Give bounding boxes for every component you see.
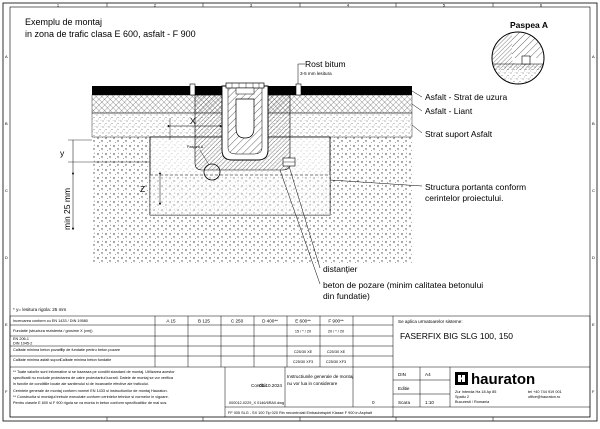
system-label: Se aplica urmatoarelor sisteme: [398,319,463,324]
frame-column-ticks [106,3,494,421]
frame-row-d: D [5,255,8,260]
label-frame-rows-4: E [592,322,595,327]
label-table-notes-0: ** Toate valorile sunt informative si se… [13,370,175,374]
class-d400: D 400** [262,319,278,324]
page-number: 0 [372,400,375,405]
footnote: * y= lesitura rigola: 25 mm [13,307,66,312]
row4-label1: Calitate minima beton pozare [13,348,62,352]
dim-y: y [60,148,65,158]
company-address3: Bucuresti / Romania [455,400,490,404]
label-table-notes-4: ** Constructia si montajul trebuie execu… [13,395,169,399]
row2-e600: 15 / * / 20 [295,330,311,334]
frame-col-2: 2 [154,2,157,7]
drawing-title-line2: in zona de trafic clasa E 600, asfalt - … [25,29,196,39]
label-frame-rows-0: A [592,54,595,59]
row3-label1: EN 206-1 [13,337,29,341]
row5-f900: C25/30 XF3 [326,360,346,364]
callout-asfalt-uzura: Asfalt - Strat de uzura [425,92,507,102]
detail-a-title: Paspea A [510,20,548,30]
callout-structura-line1: Structura portanta conform [425,182,526,192]
system-name: FASERFIX BIG SLG 100, 150 [400,331,513,341]
callout-beton-line1: beton de pozare (minim calitatea betonul… [323,280,483,290]
frame-col-5: 5 [443,2,446,7]
date-label: Conditii: [251,383,268,388]
label-frame-rows-2: C [592,188,595,193]
drawing-title-line1: Exemplu de montaj [25,17,102,27]
row1-label: Incercarea conform cu EN 1433 / DIN 1958… [13,319,88,323]
scale-value: 1:10 [425,400,434,405]
callout-distantier: distanțier [323,264,358,274]
detail-a-marker [203,163,221,181]
caption-line2: nu vor lua in considerare [287,381,338,386]
drawing-code: 000012-0229_X 0146/6RA0.dwg [229,401,284,405]
company-phone: tel +40 744 919 001 [528,390,562,394]
edition-label: Editie [398,386,410,391]
scale-label: Scara [398,400,410,405]
label-frame-rows-1: B [592,121,595,126]
bitumen-joint [295,83,302,96]
label-frame-rows-5: F [592,389,595,394]
din-label: DIN [398,372,406,377]
row2-f900: 20 / * / 20 [328,330,344,334]
dim-z: Z [140,184,145,194]
specification-table [9,315,591,418]
frame-col-1: 1 [57,2,60,7]
row4-e600: C25/30 XE [294,350,313,354]
class-c250: C 250 [231,319,244,324]
row5-label2: Calitate minima beton fundatie [60,358,111,362]
dim-x: X [190,116,196,126]
frame-row-f: F [5,389,8,394]
frame-col-6: 6 [540,2,543,7]
row4-label2: Tip de fundatie pentru beton pozare [60,348,120,352]
company-email: office@hauraton.ro [528,395,560,399]
label-frame-rows-3: D [592,255,595,260]
callout-asfalt-liant: Asfalt - Liant [425,106,473,116]
company-address2: Spatiu 2 [455,395,469,399]
channel-cavity [235,98,255,139]
frame-row-a: A [5,54,8,59]
frame-column-numbers: 1 2 3 4 5 6 [57,2,543,7]
frame-row-e: E [5,322,8,327]
format-value: A4 [425,372,431,377]
date-value: 01.10.2024 [259,383,282,388]
frame-col-3: 3 [250,2,253,7]
detail-a-callout: Paspea A [187,145,204,149]
callout-gap: 3-5 mm lesitura [300,71,332,76]
label-table-notes-2: in functie de conditiile locale ale sant… [13,382,149,386]
dim-min-25: min 25 mm [62,188,72,230]
frame-row-c: C [5,188,8,193]
class-b125: B 125 [198,319,210,324]
callout-beton-line2: din fundatie) [323,291,370,301]
label-table-notes-3: Cerintele generale de montaj conform nor… [13,389,168,393]
row4-f900: C25/30 XE [327,350,346,354]
row5-e600: C25/30 XF3 [293,360,313,364]
frame-col-4: 4 [347,2,350,7]
label-table-notes-5: Pentru clasele E 600 si F 900 rigola se … [13,401,167,405]
frame-row-letters: A B C D E F A B C D E F [5,54,595,394]
caption-line1: Instructiunile generale de montaj [287,374,353,379]
detail-a-view [491,31,545,85]
class-f900: F 900** [328,319,344,324]
class-e600: E 600** [295,319,311,324]
row5-label1: Calitate minima asfalt suport [13,358,62,362]
row2-label: Fundatie (structura rezistenta / grosime… [13,329,93,333]
label-table-notes-1: specificatii nu exclude proiectarea de c… [13,376,174,380]
callout-structura-line2: cerintelor proiectului. [425,193,503,203]
footer-text: FF 005 SLG - SX 100 Tip 020 Rin necontro… [228,411,373,415]
class-a15: A 15 [166,319,176,324]
callout-rost-bitum: Rost bitum [305,59,346,69]
company-name: hauraton [471,371,535,388]
company-address1: Zur Intenda Ha 18 Ap 85 [455,390,496,394]
callout-strat-suport: Strat suport Asfalt [425,129,493,139]
hauraton-logo: hauraton [455,371,535,388]
frame-row-b: B [5,121,8,126]
row3-label2: DIN 1045-2 [13,342,32,346]
notes: ** Toate valorile sunt informative si se… [13,370,175,405]
channel-grate [225,82,265,89]
